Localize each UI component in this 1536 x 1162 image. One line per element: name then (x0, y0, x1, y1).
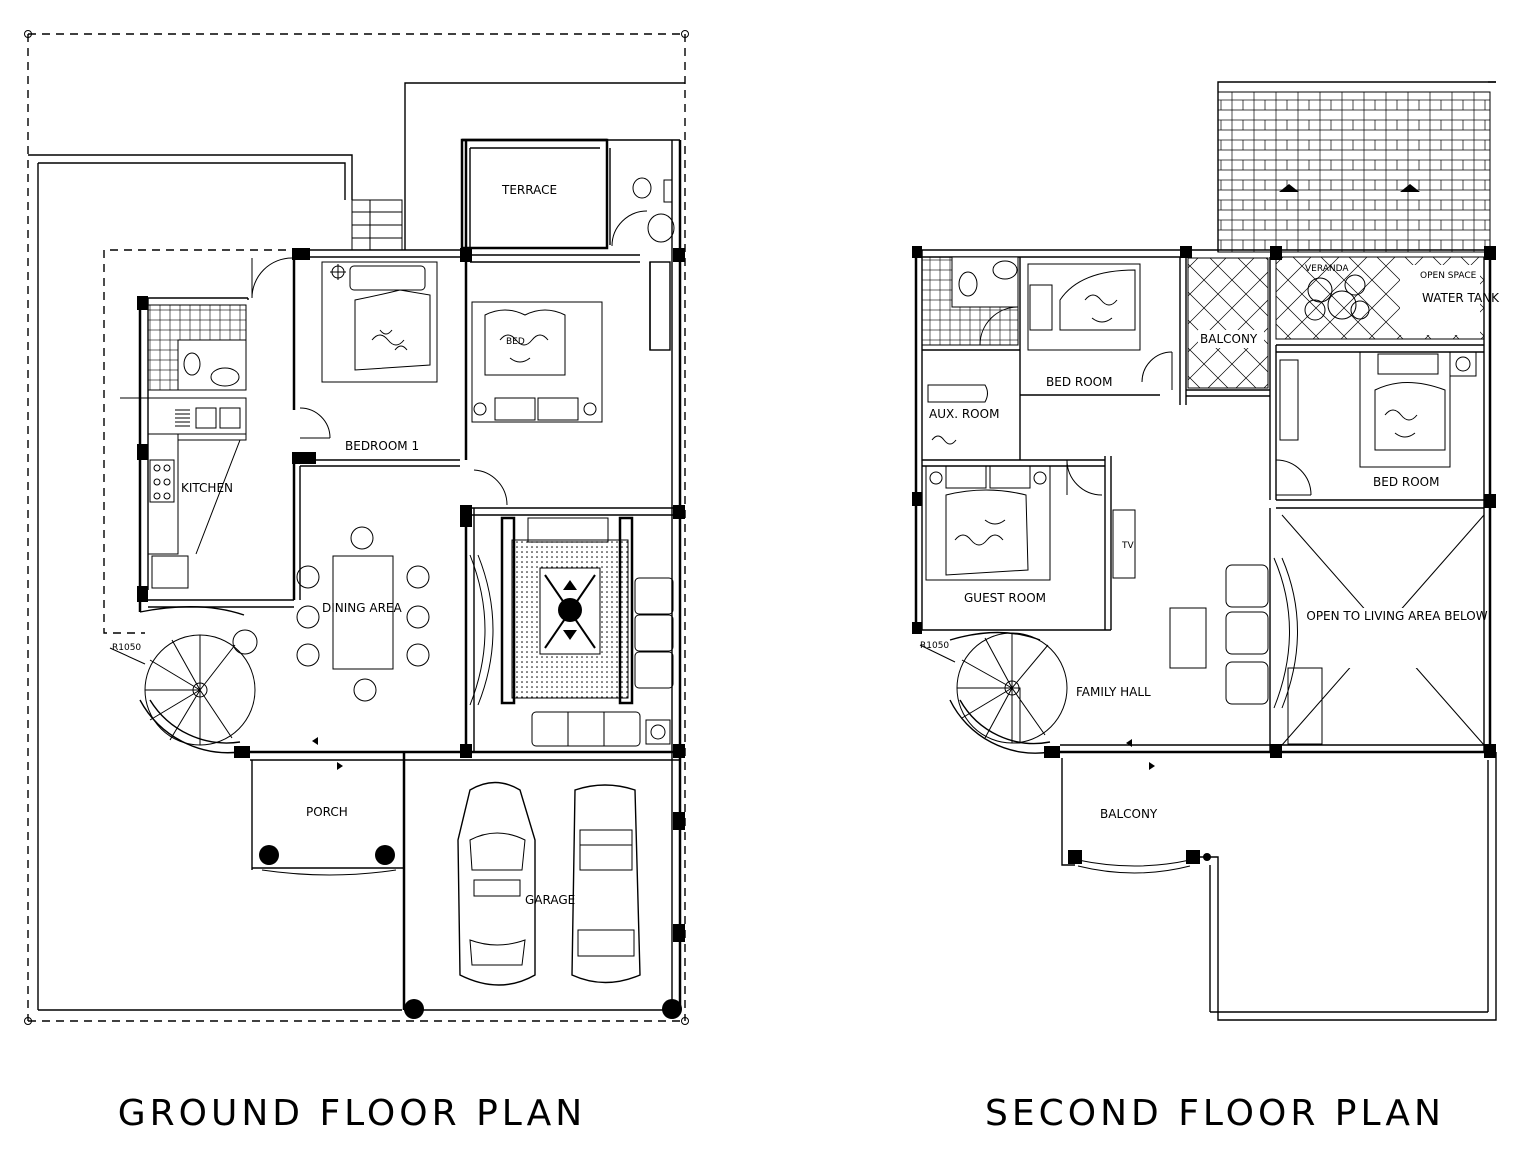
bedroom-2-label: BED (506, 337, 525, 347)
second-bed-room-left: BED ROOM (1027, 263, 1173, 390)
sink-drain-icon (175, 409, 190, 427)
veranda-label: VERANDA (1305, 264, 1349, 274)
kitchen-label: KITCHEN (181, 481, 233, 495)
open-space-label: OPEN SPACE (1420, 271, 1477, 281)
ground-bedroom-1: BEDROOM 1 (251, 257, 438, 453)
second-toilet (921, 256, 1019, 346)
ground-plot-boundary (24, 30, 689, 1025)
porch-label: PORCH (306, 805, 348, 819)
second-family-hall: TV FAMILY HALL (1076, 509, 1298, 709)
ground-toilet-right (611, 177, 675, 247)
second-floor-plan-title: SECOND FLOOR PLAN (985, 1093, 1445, 1134)
open-to-living-label: OPEN TO LIVING AREA BELOW (1306, 609, 1487, 623)
ground-floor-plan: KITCHEN BEDROOM 1 BED (24, 30, 689, 1134)
guest-room-label: GUEST ROOM (964, 591, 1046, 605)
car-sedan-icon (457, 781, 536, 986)
ground-stair-radius-label: R1050 (112, 643, 141, 653)
balcony-top-label: BALCONY (1200, 332, 1258, 346)
second-open-to-living: OPEN TO LIVING AREA BELOW (1281, 514, 1488, 746)
second-veranda: VERANDA OPEN SPACE WATER TANK (1275, 256, 1500, 340)
second-building-walls (914, 249, 1492, 754)
open-to-living-text: OPEN TO LIVING AREA BELOW (1306, 609, 1487, 623)
garage-label: GARAGE (525, 893, 575, 907)
bed-room-left-label: BED ROOM (1046, 375, 1112, 389)
armchair-icon (1225, 564, 1269, 705)
second-balcony-top: BALCONY (1187, 257, 1269, 389)
second-floor-plan: VERANDA OPEN SPACE WATER TANK BALCONY BE… (912, 81, 1500, 1134)
second-aux-room: AUX. ROOM (927, 384, 999, 445)
ground-toilet-left (120, 304, 247, 435)
ground-porch: PORCH (251, 737, 405, 876)
second-roof (1217, 81, 1496, 253)
bedroom-1-label: BEDROOM 1 (345, 439, 419, 453)
second-balcony-bottom: BALCONY (1061, 739, 1497, 1021)
ground-bedroom-2: BED (471, 301, 603, 423)
family-hall-label: FAMILY HALL (1076, 685, 1151, 699)
second-spiral-staircase: R1050 (919, 631, 1068, 754)
ground-columns (137, 248, 685, 1019)
dining-area-label: DINING AREA (322, 601, 403, 615)
water-tank-label: WATER TANK (1422, 291, 1500, 305)
car-suv-icon (571, 784, 641, 984)
ground-dining: DINING AREA (296, 526, 430, 702)
ground-living (469, 516, 674, 747)
ground-kitchen: KITCHEN (147, 433, 247, 589)
ground-floor-plan-title: GROUND FLOOR PLAN (118, 1093, 586, 1134)
ground-building-walls (138, 138, 682, 1011)
tv-label: TV (1121, 541, 1134, 551)
terrace-label: TERRACE (501, 183, 557, 197)
aux-room-label: AUX. ROOM (929, 407, 999, 421)
second-guest-room: GUEST ROOM (925, 459, 1103, 605)
ground-garage: GARAGE (457, 781, 641, 986)
balcony-bottom-label: BALCONY (1100, 807, 1158, 821)
ground-spiral-staircase: R1050 (109, 605, 258, 754)
second-bed-room-right: BED ROOM (1275, 351, 1477, 496)
bed-room-right-label: BED ROOM (1373, 475, 1439, 489)
living-door-swing (473, 469, 508, 506)
ground-projection-line (103, 249, 300, 634)
second-stair-radius-label: R1050 (920, 641, 949, 651)
